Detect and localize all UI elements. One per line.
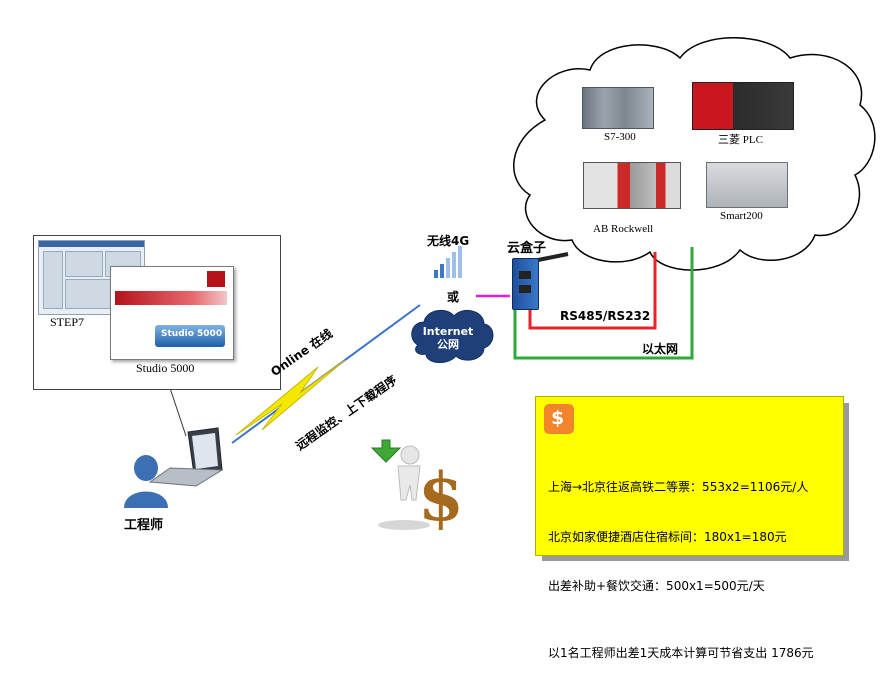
- ab-rockwell-image: [583, 162, 681, 209]
- cost-line-allowance: 出差补助+餐饮交通：500x1=500元/天: [548, 579, 765, 593]
- studio-splash-title: Studio 5000: [161, 329, 223, 339]
- or-label: 或: [447, 290, 460, 304]
- engineer-label: 工程师: [124, 518, 164, 533]
- pin-glyph: $: [551, 407, 565, 429]
- cloudbox-device: [512, 258, 539, 310]
- signal-bars-icon: [434, 246, 462, 278]
- ethernet-link-label: 以太网: [642, 342, 679, 356]
- internet-cloud-icon: [411, 309, 494, 363]
- internet-label-line1: Internet: [422, 325, 474, 338]
- cost-lines: 上海→北京往返高铁二等票：553x2=1106元/人 北京如家便捷酒店住宿标间：…: [548, 446, 814, 678]
- internet-label-line2: 公网: [437, 338, 459, 351]
- down-arrow-icon: [370, 439, 402, 463]
- smart200-image: [706, 162, 788, 208]
- location-pin-icon: $: [544, 404, 574, 434]
- rockwell-logo: [207, 271, 225, 287]
- wireless-4g-label: 无线4G: [427, 234, 470, 248]
- cost-box: [535, 396, 844, 556]
- serial-link-label: RS485/RS232: [560, 309, 651, 323]
- lightning-icon: [235, 359, 346, 436]
- cloudbox-label: 云盒子: [507, 241, 547, 256]
- studio5000-label: Studio 5000: [136, 361, 195, 375]
- cloudbox-port: [519, 285, 531, 293]
- cost-line-hotel: 北京如家便捷酒店住宿标间：180x1=180元: [548, 529, 787, 544]
- cloudbox-port: [519, 271, 531, 279]
- step7-label: STEP7: [50, 315, 85, 329]
- svg-text:$: $: [418, 458, 464, 536]
- cost-line-train: 上海→北京往返高铁二等票：553x2=1106元/人: [548, 480, 809, 494]
- ab-rockwell-label: AB Rockwell: [593, 223, 654, 235]
- smart200-label: Smart200: [720, 210, 763, 222]
- internet-label: Internet 公网: [422, 325, 474, 351]
- mitsubishi-plc-image: [692, 82, 794, 130]
- s7-300-label: S7-300: [604, 131, 636, 143]
- user-icon: [124, 455, 168, 508]
- dollar-icon: $: [378, 445, 464, 536]
- s7-300-image: [582, 87, 654, 129]
- device-cloud-shape: [513, 37, 876, 271]
- step7-block: [65, 251, 103, 277]
- panel-connector-line: [169, 387, 187, 437]
- studio-splash: Studio 5000: [155, 325, 225, 347]
- ethernet-link-line: [513, 247, 694, 360]
- studio5000-screenshot: Studio 5000: [110, 266, 234, 360]
- mitsubishi-plc-label: 三菱 PLC: [718, 134, 763, 146]
- laptop-icon: [148, 427, 224, 487]
- cost-total: 以1名工程师出差1天成本计算可节省支出 1786元: [548, 645, 814, 660]
- step7-tree: [43, 251, 63, 309]
- studio-banner: [115, 291, 227, 305]
- step7-screenshot: [38, 240, 145, 315]
- step7-titlebar: [39, 241, 144, 247]
- serial-link-line: [528, 252, 657, 330]
